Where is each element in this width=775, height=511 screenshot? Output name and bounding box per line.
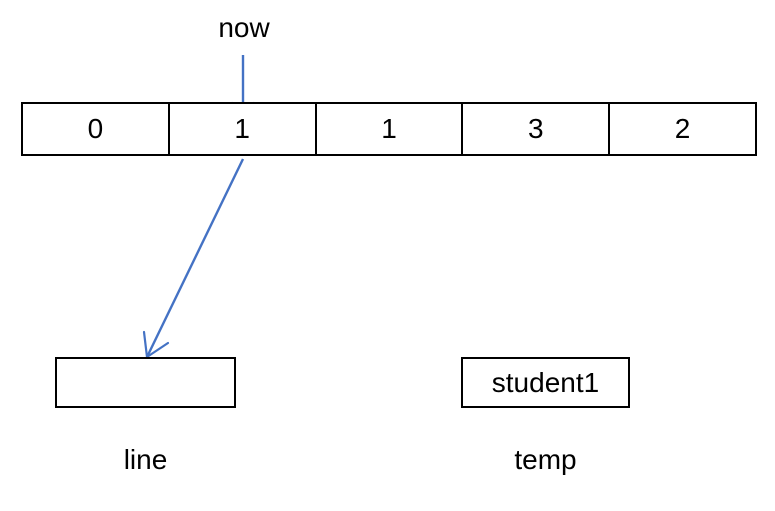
array-table: 0 1 1 3 2 [21, 102, 757, 156]
array-cell-2[interactable]: 1 [317, 104, 464, 154]
now-pointer-label: now [218, 12, 270, 43]
array-cell-1[interactable]: 1 [170, 104, 317, 154]
array-cell-3[interactable]: 3 [463, 104, 611, 154]
array-cell-4[interactable]: 2 [674, 113, 691, 144]
line-variable-caption: line [123, 444, 168, 475]
temp-variable-box[interactable]: student1 [461, 357, 630, 408]
array-cell-0[interactable]: 0 [23, 104, 170, 154]
line-variable-box[interactable] [55, 357, 236, 408]
temp-variable-caption: temp [514, 444, 577, 475]
cell-to-line-arrow [142, 158, 245, 359]
